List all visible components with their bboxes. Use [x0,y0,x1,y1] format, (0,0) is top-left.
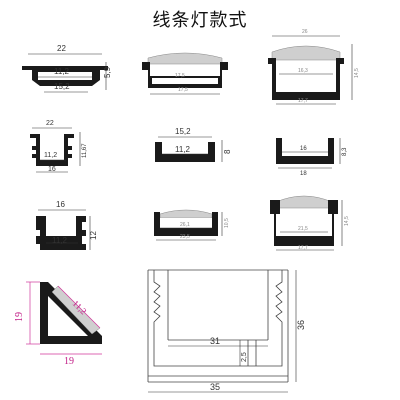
dim-text: 17,5 [178,87,188,93]
dim-text: 36 [296,320,306,330]
dim-text: 11,2 [44,152,57,159]
dim-text: 16,3 [298,68,308,74]
dim-text: 14,5 [344,216,350,226]
dim-text: 17,7 [298,245,308,251]
dim-text: 16 [300,146,307,152]
dim-text: 2,5 [241,352,248,362]
dim-text: 19 [64,356,74,367]
dim-text: 11,2 [54,67,70,76]
dim-text: 5,9 [103,66,112,78]
dim-text: 10,5 [224,218,230,228]
dim-text: 17,7 [298,98,308,104]
profile-8: 26,1 23,5 10,5 [154,209,230,241]
page-title: 线条灯款式 [152,10,248,31]
profile-1: 22 11,2 15,2 5,9 [22,44,112,93]
dim-text: 22 [46,120,54,127]
profile-3: 26 16,3 14,5 17,7 [268,29,360,105]
dim-text: 21,5 [298,226,308,232]
profile-6: 16 18 8,3 [276,138,348,177]
dim-text: 12 [89,231,98,240]
dim-text: 16 [48,166,56,173]
profile-5: 15,2 11,2 8 [155,127,232,162]
dim-text: 11,2 [52,236,68,245]
dim-text: 31 [210,336,220,346]
dim-text: 15,2 [175,127,191,136]
dim-text: 18 [300,171,307,177]
dim-text: 26 [302,29,308,35]
profile-10-corner: 19 19 11,2 [14,281,102,367]
dim-text: 11,2 [175,145,191,154]
dim-text: 23,5 [180,234,190,240]
dim-text: 19 [14,312,25,322]
dim-text: 17,5 [175,73,185,79]
dim-text: 14,5 [354,68,360,78]
profile-2: 17,5 17,5 [142,52,228,95]
dim-text: 16 [56,200,65,209]
dim-text: 8 [223,149,232,154]
dim-text: 35 [210,382,220,392]
dim-text: 15,2 [54,82,70,91]
dim-text: 22 [57,44,66,53]
dim-text: 8,3 [342,147,348,156]
dim-text: 26,1 [180,222,190,228]
profile-9: 21,5 17,7 14,5 [270,195,350,251]
dim-text: 11,67 [82,143,88,158]
profile-11-technical: 31 35 36 2,5 [147,269,306,393]
profile-4: 22 11,2 16 11,67 [30,120,88,173]
profile-7: 16 11,2 12 [36,200,98,250]
